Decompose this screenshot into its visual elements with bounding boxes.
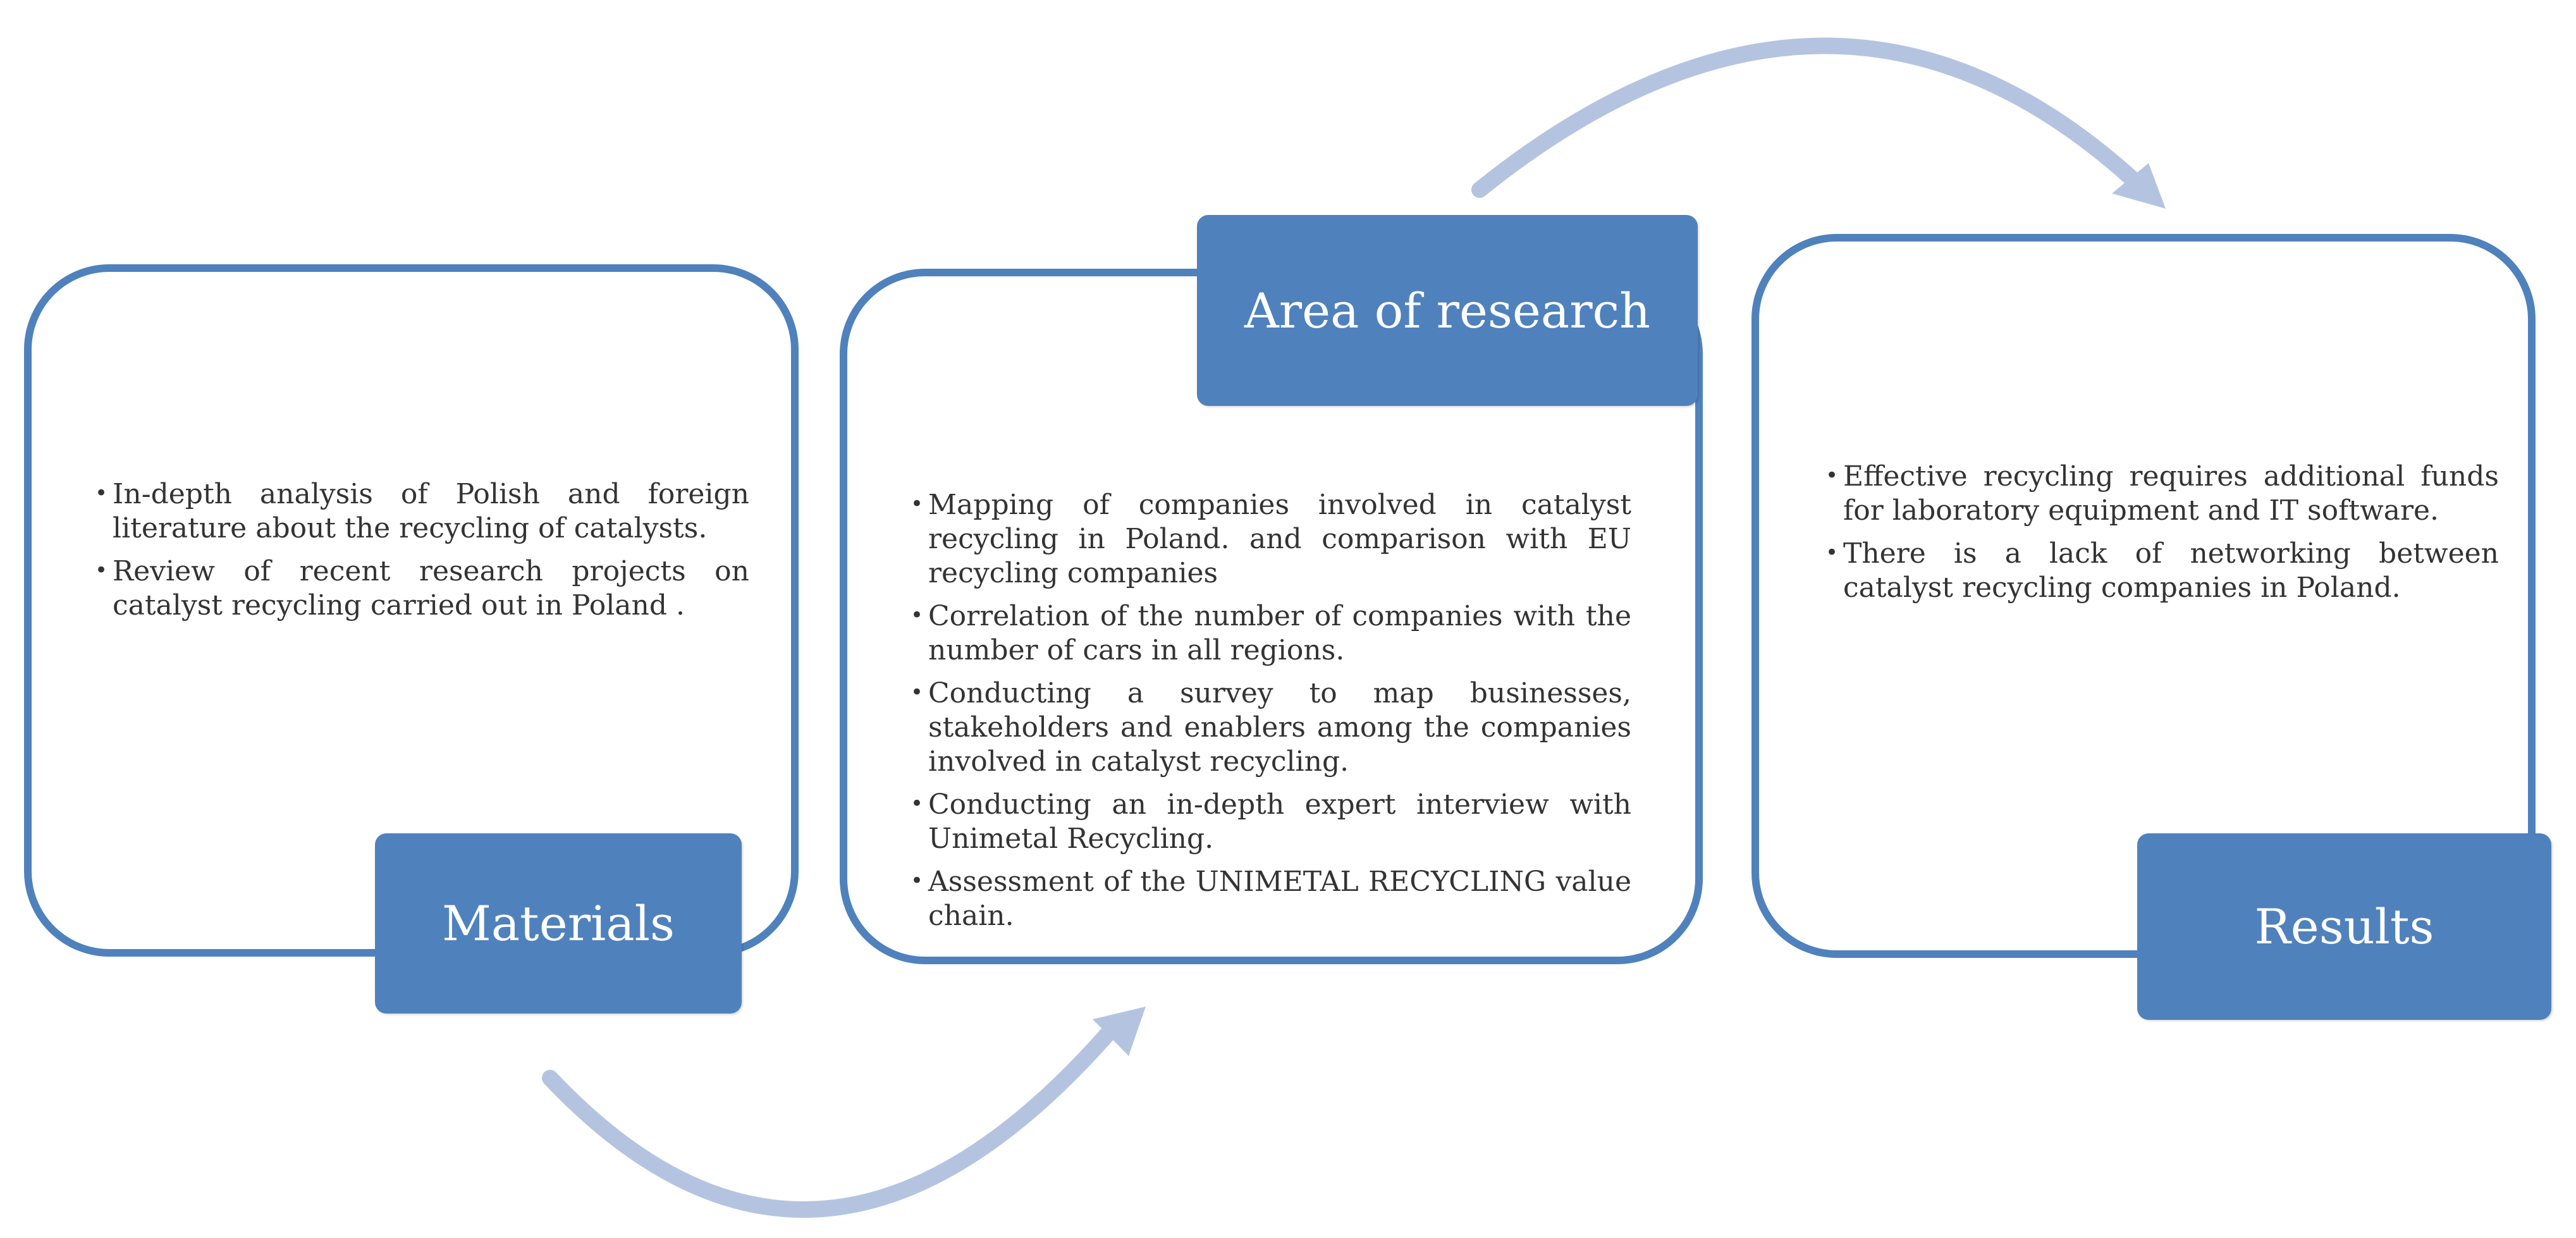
arrow-materials-to-research [542, 1007, 1146, 1218]
arrow-materials-to-research-head [1093, 1007, 1146, 1056]
results-title-box: Results [2137, 833, 2551, 1020]
arrow-materials-to-research-shaft [542, 1016, 1124, 1218]
area-of-research-bullet: Assessment of the UNIMETAL RECYCLING val… [911, 864, 1631, 933]
area-of-research-bullet: Correlation of the number of companies w… [911, 598, 1631, 668]
materials-bullet: Review of recent research projects on ca… [95, 553, 749, 623]
area-of-research-bullet-list: Mapping of companies involved in catalys… [911, 487, 1631, 942]
area-of-research-bullet: Conducting an in-depth expert interview … [911, 787, 1631, 856]
arrow-research-to-results-head [2112, 163, 2166, 209]
arrow-research-to-results [1471, 37, 2166, 209]
results-bullet: There is a lack of networking between ca… [1825, 536, 2499, 605]
materials-bullet: In-depth analysis of Polish and foreign … [95, 476, 749, 546]
results-title: Results [2254, 898, 2434, 955]
results-bullet: Effective recycling requires additional … [1825, 458, 2499, 528]
materials-title-box: Materials [375, 833, 742, 1014]
arrow-research-to-results-shaft [1471, 37, 2145, 198]
results-bullet-list: Effective recycling requires additional … [1825, 458, 2499, 614]
area-of-research-title-box: Area of research [1197, 215, 1698, 406]
area-of-research-title: Area of research [1244, 282, 1651, 339]
area-of-research-bullet: Mapping of companies involved in catalys… [911, 487, 1631, 591]
materials-title: Materials [442, 895, 675, 952]
area-of-research-bullet: Conducting a survey to map businesses, s… [911, 675, 1631, 779]
materials-bullet-list: In-depth analysis of Polish and foreign … [95, 476, 749, 632]
